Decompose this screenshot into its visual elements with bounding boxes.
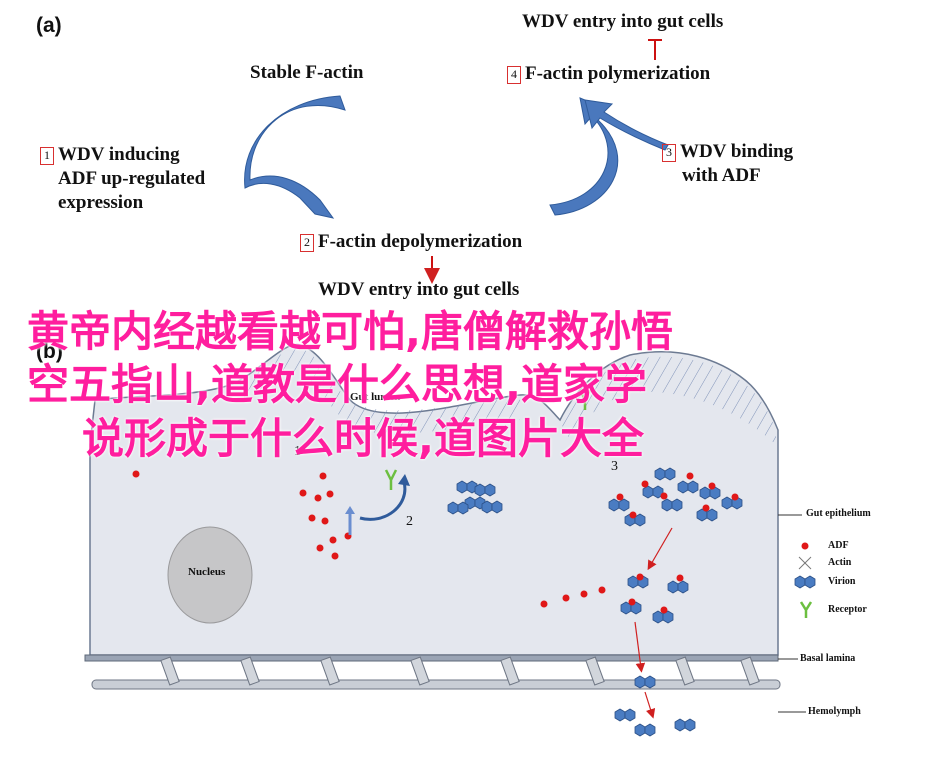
adf-dot bbox=[132, 470, 140, 478]
step1-number: 1 bbox=[40, 147, 54, 165]
overlay-line-3: 说形成于什么时候,道图片大全 bbox=[82, 414, 644, 463]
adf-dot bbox=[660, 492, 668, 500]
step3-label: 3 WDV binding with ADF bbox=[662, 140, 793, 188]
step2-text: F-actin depolymerization bbox=[318, 231, 523, 252]
legend-receptor-icon bbox=[799, 601, 813, 618]
legend-gut-epithelium: Gut epithelium bbox=[806, 508, 871, 519]
gut-epithelium-shape bbox=[89, 343, 779, 656]
lamina-strut bbox=[160, 656, 180, 686]
adf-dot bbox=[316, 544, 324, 552]
traffic-arrow bbox=[647, 527, 673, 571]
adf-dot bbox=[641, 480, 649, 488]
adf-dot bbox=[562, 594, 570, 602]
step4-text: F-actin polymerization bbox=[525, 63, 711, 84]
adf-dot bbox=[686, 472, 694, 480]
adf-dot bbox=[636, 573, 644, 581]
adf-dot bbox=[616, 493, 624, 501]
legend-hemolymph: Hemolymph bbox=[808, 706, 861, 717]
marker-1: 1 bbox=[294, 444, 301, 459]
adf-dot bbox=[326, 490, 334, 498]
traffic-arrow bbox=[634, 621, 646, 673]
legend-actin: Actin bbox=[828, 557, 852, 568]
basal-lamina-top bbox=[84, 654, 779, 662]
step4-number: 4 bbox=[507, 65, 521, 84]
adf-dot bbox=[628, 598, 636, 606]
adf-dot bbox=[676, 574, 684, 582]
legend-basal-lamina: Basal lamina bbox=[800, 653, 856, 664]
adf-dot bbox=[708, 482, 716, 490]
adf-dot bbox=[331, 552, 339, 560]
legend-adf-icon bbox=[801, 542, 809, 550]
lamina-strut bbox=[410, 656, 430, 686]
overlay-line-2: 空五指山,道教是什么思想,道家学 bbox=[27, 360, 647, 409]
adf-dot bbox=[629, 511, 637, 519]
adf-dot bbox=[702, 504, 710, 512]
receptor bbox=[578, 389, 592, 410]
adf-dot bbox=[580, 590, 588, 598]
adf-dot bbox=[598, 586, 606, 594]
basal-lamina-bottom bbox=[91, 679, 781, 690]
receptor bbox=[384, 469, 398, 490]
entry-top-label: WDV entry into gut cells bbox=[522, 11, 724, 32]
step3-number: 3 bbox=[662, 144, 676, 162]
step1-line1: WDV inducing bbox=[58, 144, 180, 165]
adf-dot bbox=[660, 606, 668, 614]
legend-adf: ADF bbox=[828, 540, 849, 551]
marker-3: 3 bbox=[611, 459, 618, 474]
lamina-strut bbox=[675, 656, 695, 686]
step1-line3: expression bbox=[58, 192, 144, 213]
stable-factin-label: Stable F-actin bbox=[250, 62, 364, 83]
curved-arrow-step3 bbox=[584, 99, 669, 151]
step2-number: 2 bbox=[300, 233, 314, 252]
adf-dot bbox=[731, 493, 739, 501]
curved-arrow-2 bbox=[359, 481, 407, 521]
lamina-strut bbox=[740, 656, 760, 686]
step1-label: 1 WDV inducing ADF up-regulated expressi… bbox=[40, 143, 205, 215]
nucleus-label: Nucleus bbox=[188, 566, 226, 578]
step1-line2: ADF up-regulated bbox=[58, 168, 206, 189]
gut-lumen-label: Gut lumen bbox=[350, 391, 401, 403]
actin-meshwork-right bbox=[560, 356, 776, 445]
lamina-strut bbox=[500, 656, 520, 686]
panel-b-letter: (b) bbox=[36, 340, 63, 363]
legend-receptor: Receptor bbox=[828, 604, 867, 615]
step3-line2: with ADF bbox=[682, 165, 761, 186]
traffic-arrow bbox=[644, 691, 656, 719]
step3-line1: WDV binding bbox=[680, 141, 794, 162]
overlay-line-1: 黄帝内经越看越可怕,唐僧解救孙悟 bbox=[27, 307, 673, 356]
legend-virion: Virion bbox=[828, 576, 856, 587]
adf-dot bbox=[319, 472, 327, 480]
curved-arrow-left bbox=[244, 95, 346, 219]
lamina-strut bbox=[585, 656, 605, 686]
lamina-strut bbox=[240, 656, 260, 686]
actin-meshwork-left bbox=[240, 347, 520, 434]
nucleus bbox=[167, 526, 253, 624]
adf-dot bbox=[329, 536, 337, 544]
adf-dot bbox=[540, 600, 548, 608]
lamina-strut bbox=[320, 656, 340, 686]
adf-dot bbox=[299, 489, 307, 497]
legend-actin-icon bbox=[798, 556, 812, 570]
adf-dot bbox=[321, 517, 329, 525]
adf-dot bbox=[314, 494, 322, 502]
entry-bottom-label: WDV entry into gut cells bbox=[318, 279, 520, 300]
legend-virion-icon bbox=[794, 575, 816, 589]
marker-2: 2 bbox=[406, 514, 413, 529]
panel-a-letter: (a) bbox=[36, 14, 62, 37]
adf-dot bbox=[308, 514, 316, 522]
